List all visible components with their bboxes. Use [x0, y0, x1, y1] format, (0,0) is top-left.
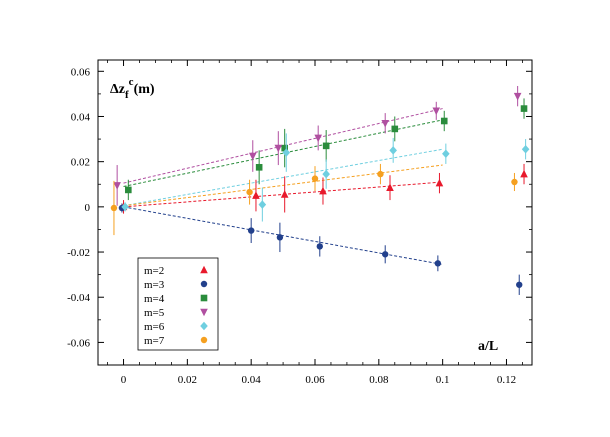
legend-marker-m=6 [200, 321, 208, 331]
data-point-m=3 [516, 281, 523, 288]
data-point-m=5 [381, 119, 390, 128]
data-point-m=2 [435, 178, 444, 187]
legend-label: m=7 [144, 335, 165, 347]
data-point-m=3 [316, 243, 323, 250]
data-point-m=6 [282, 148, 291, 157]
data-point-m=5 [248, 152, 257, 161]
data-point-m=5 [274, 144, 283, 153]
data-points [110, 85, 530, 295]
fit-line-m=6 [123, 148, 443, 207]
data-point-m=7 [110, 204, 118, 212]
data-point-m=4 [440, 117, 448, 125]
x-tick-label: 0.02 [178, 374, 197, 386]
x-tick-label: 0.04 [242, 374, 262, 386]
data-point-m=6 [322, 169, 330, 179]
y-tick-label: -0.04 [67, 292, 90, 304]
x-tick-label: 0.08 [369, 374, 389, 386]
x-axis-title: a/L [478, 339, 498, 354]
fit-line-m=7 [123, 164, 443, 207]
y-tick-label: 0 [85, 202, 91, 214]
x-tick-label: 0 [121, 374, 127, 386]
legend-marker-m=5 [200, 308, 208, 317]
y-tick-label: -0.02 [67, 247, 90, 259]
y-tick-label: 0.06 [71, 66, 91, 78]
y-axis-title: Δzfc(m) [110, 76, 155, 101]
legend-marker-m=2 [200, 265, 208, 274]
y-tick-label: 0.02 [71, 157, 90, 169]
data-point-m=7 [246, 188, 253, 196]
legend-box [137, 257, 219, 351]
data-point-m=3 [276, 234, 284, 241]
data-point-m=4 [520, 105, 528, 112]
data-point-m=3 [434, 260, 442, 267]
axis-ticks: 0 0.02 0.04 0.06 0.08 0.1 0.12 -0.06 -0.04 -0.02 0… [67, 60, 532, 386]
data-point-m=6 [442, 149, 450, 159]
data-point-m=2 [520, 169, 528, 178]
legend-label: m=3 [144, 279, 165, 291]
legend-label: m=4 [144, 293, 165, 305]
y-axis-title-tail: (m) [134, 82, 155, 97]
y-axis-title-main: Δz [110, 82, 125, 97]
data-point-m=5 [113, 182, 121, 190]
legend-marker-m=3 [200, 280, 208, 288]
fit-line-m=4 [123, 119, 443, 188]
data-point-m=2 [386, 183, 394, 191]
legend-marker-m=7 [200, 336, 208, 344]
data-point-m=2 [280, 190, 289, 198]
y-tick-label: -0.06 [67, 337, 90, 349]
data-point-m=6 [389, 146, 397, 155]
y-axis-title-sub: f [125, 89, 129, 101]
data-point-m=3 [247, 227, 255, 234]
data-point-m=6 [121, 202, 129, 212]
legend-label: m=6 [144, 321, 165, 333]
data-point-m=2 [252, 191, 260, 199]
x-tick-label: 0.12 [497, 374, 516, 386]
data-point-m=5 [432, 107, 441, 116]
data-point-m=7 [511, 178, 518, 186]
legend-label: m=5 [144, 307, 165, 319]
data-point-m=7 [311, 175, 319, 182]
legend-label: m=2 [144, 265, 164, 277]
data-point-m=3 [382, 251, 389, 258]
data-point-m=6 [258, 200, 267, 209]
fit-line-m=3 [123, 206, 443, 265]
data-point-m=4 [281, 144, 288, 152]
y-tick-label: 0.04 [71, 111, 91, 123]
data-point-m=4 [125, 186, 132, 194]
data-point-m=2 [319, 186, 327, 195]
data-point-m=6 [521, 144, 530, 154]
data-point-m=4 [255, 164, 263, 171]
x-tick-label: 0.06 [305, 374, 325, 386]
data-point-m=7 [377, 170, 384, 178]
data-point-m=5 [314, 134, 322, 143]
legend: m=2 m=3 m=4 m=5 m=6 m=7 [137, 257, 219, 351]
data-point-m=4 [391, 125, 399, 133]
x-tick-label: 0.1 [436, 374, 450, 386]
data-point-m=5 [513, 92, 522, 101]
data-point-m=4 [322, 142, 330, 150]
y-axis-title-sup: c [129, 76, 134, 88]
legend-marker-m=4 [200, 294, 208, 302]
